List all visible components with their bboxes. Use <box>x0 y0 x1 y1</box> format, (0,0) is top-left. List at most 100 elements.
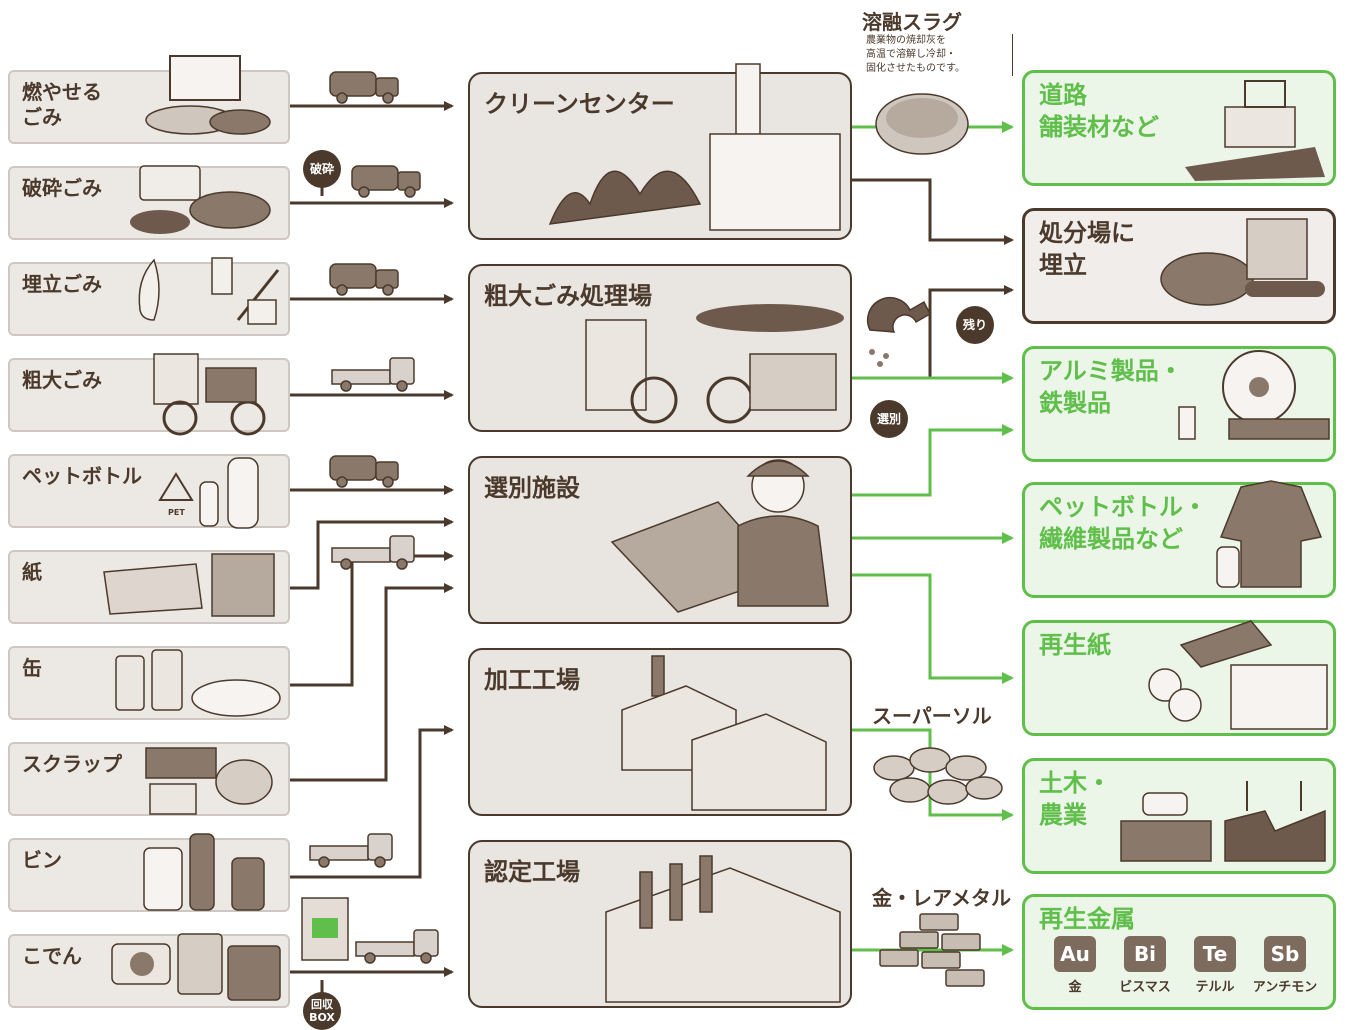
crushable-garbage-icon <box>130 165 271 234</box>
output-title: 土木・ 農業 <box>1039 769 1111 829</box>
facility-title: 粗大ごみ処理場 <box>484 282 652 310</box>
source-label: ビン <box>22 848 62 872</box>
sorting-facility-icon <box>610 459 829 613</box>
scrap-metal-icon <box>145 747 273 815</box>
source-box-cans: 缶 <box>8 646 290 720</box>
pet-bottle-icon <box>199 457 259 529</box>
source-label: 破砕ごみ <box>22 176 102 200</box>
connector-line <box>290 551 454 687</box>
flatbed-truck-icon <box>331 535 415 570</box>
element-name: アンチモン <box>1252 980 1318 995</box>
collection-box-icon <box>301 897 349 961</box>
source-label: 燃やせる ごみ <box>22 80 102 129</box>
output-recycled-metal: 再生金属 <box>1022 894 1336 1010</box>
garbage-truck-icon <box>329 455 399 488</box>
sort-badge: 選別 <box>870 400 908 438</box>
facility-processing: 加工工場 <box>468 648 852 816</box>
road-roller-icon <box>1185 80 1325 181</box>
clothing-icon <box>1216 480 1323 588</box>
source-box-appliances: こでん <box>8 933 290 1008</box>
output-landfill: 処分場に 埋立 <box>1022 208 1336 324</box>
flatbed-truck-icon <box>309 833 393 868</box>
source-label: 粗大ごみ <box>22 368 102 392</box>
gold-bars-icon <box>879 913 985 987</box>
collection-box-badge: 回収 BOX <box>303 992 341 1030</box>
processing-factory-icon <box>621 655 827 811</box>
source-label: スクラップ <box>22 752 122 776</box>
cans-icon <box>115 649 281 717</box>
output-title: 再生金属 <box>1039 905 1135 933</box>
output-title: 道路 舗装材など <box>1039 81 1159 141</box>
output-title: 処分場に 埋立 <box>1039 219 1135 279</box>
output-road: 道路 舗装材など <box>1022 70 1336 186</box>
facility-title: 認定工場 <box>484 858 580 886</box>
flatbed-truck-icon <box>331 357 415 392</box>
output-title: アルミ製品・ 鉄製品 <box>1039 357 1183 417</box>
connector-line <box>852 573 1014 684</box>
connector-line <box>852 424 1014 497</box>
glass-bottles-icon <box>143 833 265 911</box>
slag-pile-icon <box>875 93 969 155</box>
output-recycled-paper: 再生紙 <box>1022 620 1336 736</box>
element-symbol: Te <box>1194 936 1236 972</box>
source-label: こでん <box>22 944 82 968</box>
paper-bundle-icon <box>103 553 275 617</box>
slag-label: 溶融スラグ <box>862 10 962 34</box>
pet-mark-label: PET <box>168 508 185 517</box>
flatbed-truck-icon <box>355 929 439 964</box>
superzol-stones-icon <box>873 747 1003 805</box>
metal-label: 金・レアメタル <box>872 886 1011 910</box>
bulky-waste-plant-icon <box>585 304 844 424</box>
connector-line <box>290 725 454 879</box>
source-box-landfill: 埋立ごみ <box>8 257 290 336</box>
facility-title: 選別施設 <box>484 474 580 502</box>
source-box-bottles: ビン <box>8 833 290 912</box>
element-name: テルル <box>1195 980 1235 995</box>
element-chip: Te テルル <box>1180 936 1250 995</box>
facility-bulky-waste: 粗大ごみ処理場 <box>468 264 852 432</box>
source-box-paper: 紙 <box>8 550 290 624</box>
element-chip: Sb アンチモン <box>1250 936 1320 995</box>
recycled-paper-icon <box>1148 620 1328 730</box>
garbage-truck-icon <box>329 71 399 104</box>
output-pet-fiber: ペットボトル・ 繊維製品など <box>1022 480 1336 598</box>
garbage-truck-icon <box>329 263 399 296</box>
element-symbol: Au <box>1054 936 1096 972</box>
source-box-scrap: スクラップ <box>8 742 290 816</box>
small-appliances-icon <box>111 933 281 1001</box>
facility-sorting: 選別施設 <box>468 456 852 624</box>
civil-agri-icon <box>1120 781 1326 862</box>
output-aluminum-steel: アルミ製品・ 鉄製品 <box>1022 346 1336 462</box>
connector-line <box>928 285 1014 378</box>
remain-badge: 残り <box>956 306 994 344</box>
facility-clean-center: クリーンセンター <box>468 63 852 240</box>
facility-title: クリーンセンター <box>484 90 675 118</box>
facility-title: 加工工場 <box>484 666 580 694</box>
magnet-icon <box>866 296 931 367</box>
connector-line <box>290 583 454 782</box>
output-title: ペットボトル・ 繊維製品など <box>1039 493 1207 553</box>
source-box-pet: ペットボトル PET <box>8 454 290 529</box>
connector-line <box>852 178 1014 245</box>
source-label: ペットボトル <box>22 464 142 488</box>
slag-description: 農業物の焼却灰を 高温で溶解し冷却・ 固化させたものです。 <box>866 34 1013 76</box>
element-chip: Au 金 <box>1040 936 1110 995</box>
source-box-burnable: 燃やせる ごみ <box>8 55 290 144</box>
element-symbol: Sb <box>1264 936 1306 972</box>
output-title: 再生紙 <box>1039 631 1111 659</box>
oversized-garbage-icon <box>153 353 266 436</box>
element-chip: Bi ビスマス <box>1110 936 1180 995</box>
garbage-truck-icon <box>351 165 421 198</box>
crush-badge: 破砕 <box>303 150 341 188</box>
connector-line <box>290 517 454 590</box>
source-label: 缶 <box>22 656 42 680</box>
element-name: ビスマス <box>1119 980 1171 995</box>
recycle-mark-icon <box>158 472 194 501</box>
source-label: 埋立ごみ <box>22 272 102 296</box>
source-box-oversized: 粗大ごみ <box>8 353 290 436</box>
output-civil-agri: 土木・ 農業 <box>1022 758 1336 874</box>
landfill-garbage-icon <box>138 257 280 325</box>
source-box-crushable: 破砕ごみ <box>8 165 290 240</box>
wheel-and-steel-icon <box>1178 350 1330 440</box>
